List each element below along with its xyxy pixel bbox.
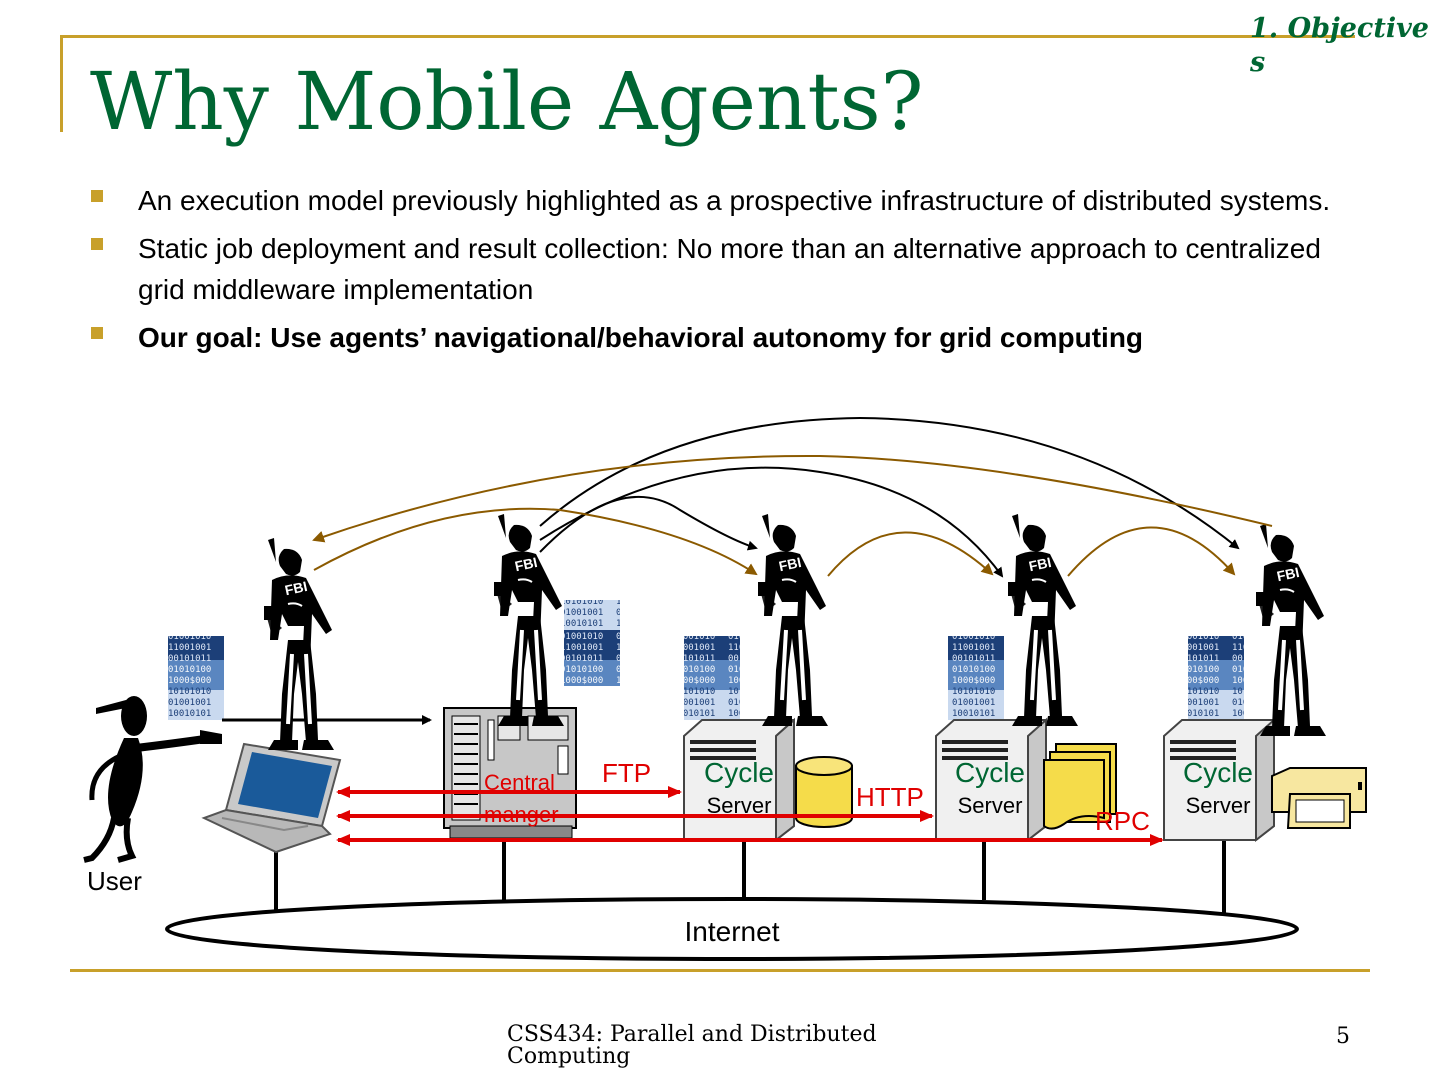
cycle-server-label: Cycle bbox=[955, 757, 1025, 788]
user-label: User bbox=[87, 866, 142, 896]
printer-icon bbox=[1272, 768, 1366, 828]
http-label: HTTP bbox=[856, 782, 924, 812]
binary-data-image bbox=[168, 636, 224, 720]
ftp-label: FTP bbox=[602, 758, 651, 788]
mobile-agent-figure: FBI bbox=[264, 538, 334, 750]
cycle-server-label: Cycle bbox=[704, 757, 774, 788]
footer-course: CSS434: Parallel and Distributed Computi… bbox=[507, 1024, 947, 1068]
binary-data-image bbox=[948, 636, 1004, 720]
dispatch-path bbox=[540, 418, 1238, 548]
dispatch-path bbox=[540, 497, 756, 552]
internet-label: Internet bbox=[685, 916, 780, 947]
mobile-agent-figure: FBI bbox=[494, 514, 564, 726]
page-number: 5 bbox=[1336, 1024, 1350, 1049]
laptop-icon bbox=[204, 744, 340, 852]
mobile-agent-figure: FBI bbox=[758, 514, 828, 726]
mobile-agent-figure: FBI bbox=[1256, 524, 1326, 736]
binary-data-image bbox=[684, 636, 740, 720]
user-figure bbox=[84, 696, 222, 860]
rpc-label: RPC bbox=[1095, 806, 1150, 836]
bottom-rule bbox=[70, 969, 1370, 972]
mobile-agent-figure: FBI bbox=[1008, 514, 1078, 726]
agent-itinerary-path bbox=[828, 532, 992, 576]
binary-data-image bbox=[1188, 636, 1244, 720]
cycle-server-label: Server bbox=[1186, 793, 1251, 818]
cycle-server-label: Cycle bbox=[1183, 757, 1253, 788]
binary-data-image bbox=[564, 600, 620, 686]
agent-itinerary-path bbox=[1068, 527, 1234, 576]
cycle-server-label: Server bbox=[958, 793, 1023, 818]
